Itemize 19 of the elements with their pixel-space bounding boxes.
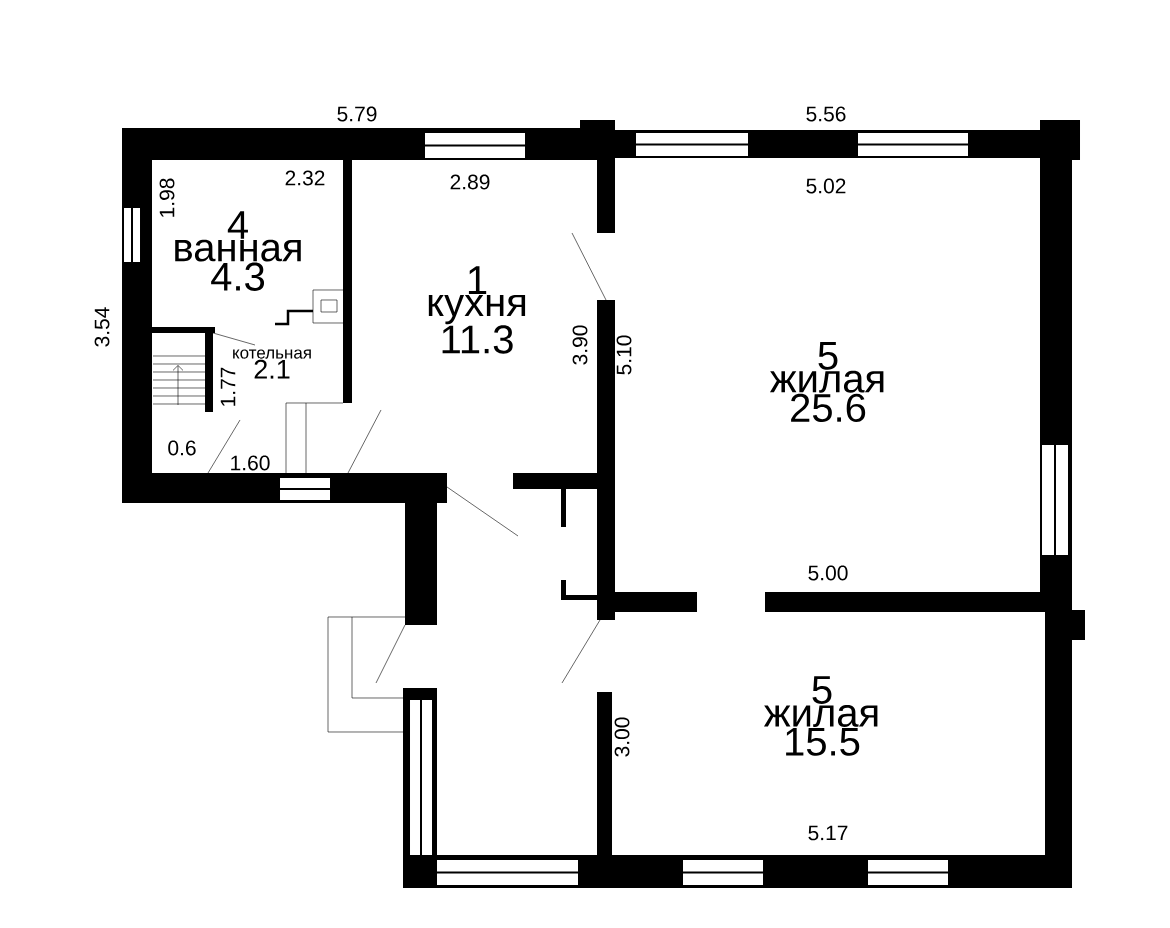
dimension-label: 1.60 (231, 455, 270, 471)
dimension-label: 5.79 (337, 106, 377, 122)
dimension-label: 5.56 (806, 106, 846, 122)
dimension-label: 3.90 (572, 325, 588, 365)
room-label: 5 жилая 25.6 (769, 341, 884, 423)
dimension-label: 1.77 (220, 367, 236, 406)
dimension-label: 5.00 (808, 565, 848, 581)
room-label: 1 кухня 11.3 (428, 266, 526, 354)
dimension-label: 0.6 (168, 440, 196, 456)
dimension-label: 1.98 (159, 178, 175, 217)
room-label: 4 ванная 4.3 (175, 211, 301, 291)
dimension-label: 2.89 (450, 174, 490, 190)
dimension-label: 3.54 (94, 307, 110, 347)
dimension-label: 5.10 (616, 335, 632, 375)
dimension-label: 5.17 (808, 825, 848, 841)
room-label: 5 жилая 15.5 (763, 676, 878, 756)
dimension-label: 2.32 (285, 170, 325, 186)
dimension-label: 5.02 (806, 178, 846, 194)
dimension-label: 3.00 (614, 717, 630, 757)
